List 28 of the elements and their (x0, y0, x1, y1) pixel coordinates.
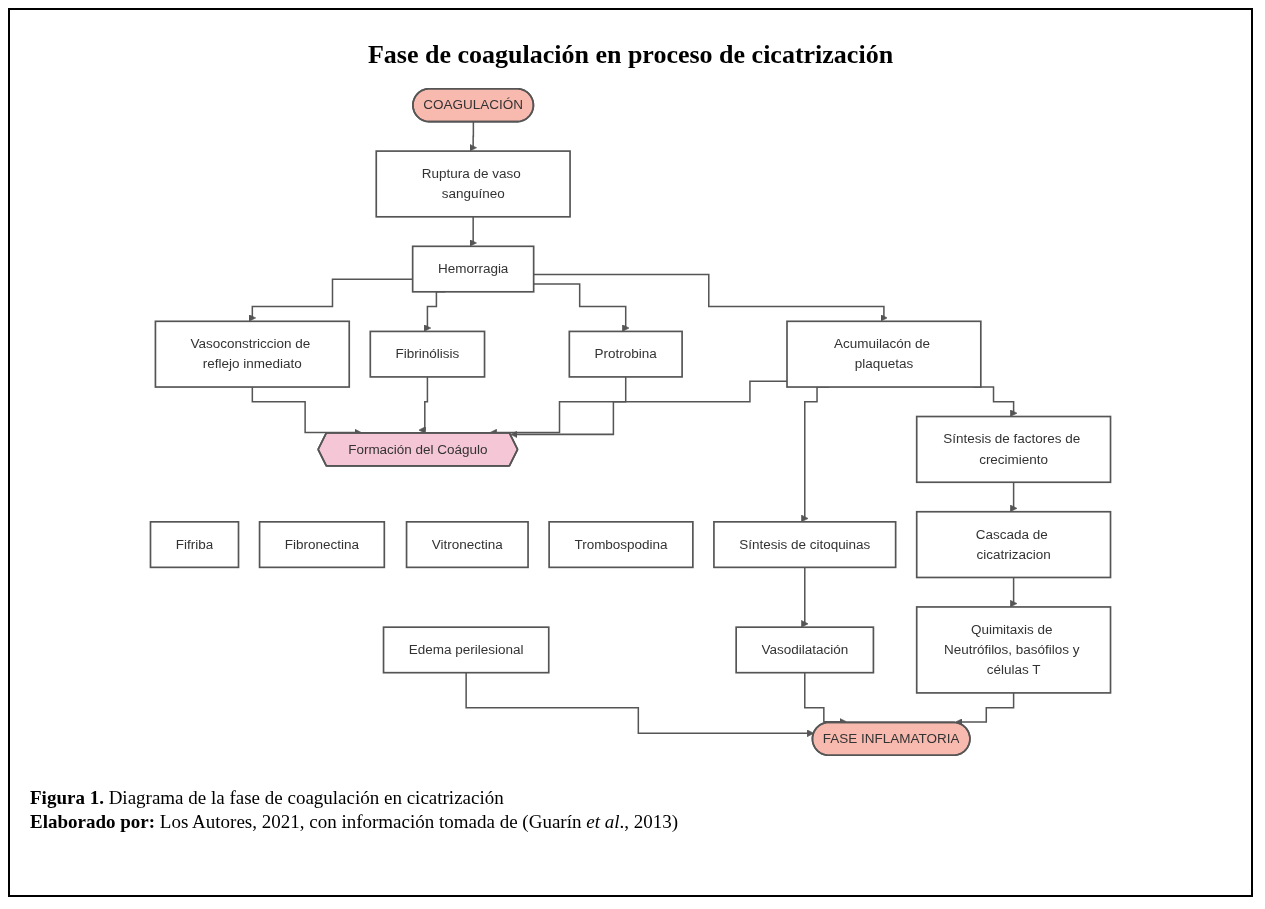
node-box: Hemorragia (411, 245, 535, 293)
node-box: Trombospodina (548, 521, 694, 569)
node-box: Acumuilacón de plaquetas (786, 320, 982, 388)
arrow (801, 566, 809, 628)
node-box: Síntesis de factores de crecimiento (915, 415, 1112, 484)
arrow (955, 692, 1015, 726)
node-box: Vasodilatación (735, 626, 875, 674)
node-box: Quimitaxis de Neutrófilos, basófilos y células T (915, 606, 1112, 694)
node-box: Protrobina (568, 330, 683, 378)
arrow (465, 671, 815, 737)
diagram-title: Fase de coagulación en proceso de cicatrización (366, 40, 895, 70)
arrow (469, 216, 477, 247)
arrow (1009, 481, 1018, 513)
node-box: Vitronectina (405, 521, 529, 569)
figure-caption: Figura 1. Diagrama de la fase de coagulación en cicatrización (30, 787, 505, 809)
node-box: Fibrinólisis (369, 330, 486, 378)
node-box: Fibronectina (258, 521, 386, 569)
arrow (469, 121, 477, 152)
arrow (510, 380, 788, 439)
node-box: Ruptura de vaso sanguíneo (375, 150, 571, 218)
node-box: Edema perilesional (382, 626, 550, 674)
node-box: Síntesis de citoquinas (713, 521, 897, 569)
credit-note: Elaborado por: Los Autores, 2021, con información tomada de (Guarín et al., 2013) (30, 811, 679, 833)
arrow (1009, 576, 1018, 608)
node-box: Cascada de cicatrizacion (915, 510, 1112, 579)
arrow (418, 376, 429, 434)
node-box: Fifriba (149, 521, 240, 569)
node-box: Vasoconstriccion de reflejo inmediato (154, 320, 351, 388)
